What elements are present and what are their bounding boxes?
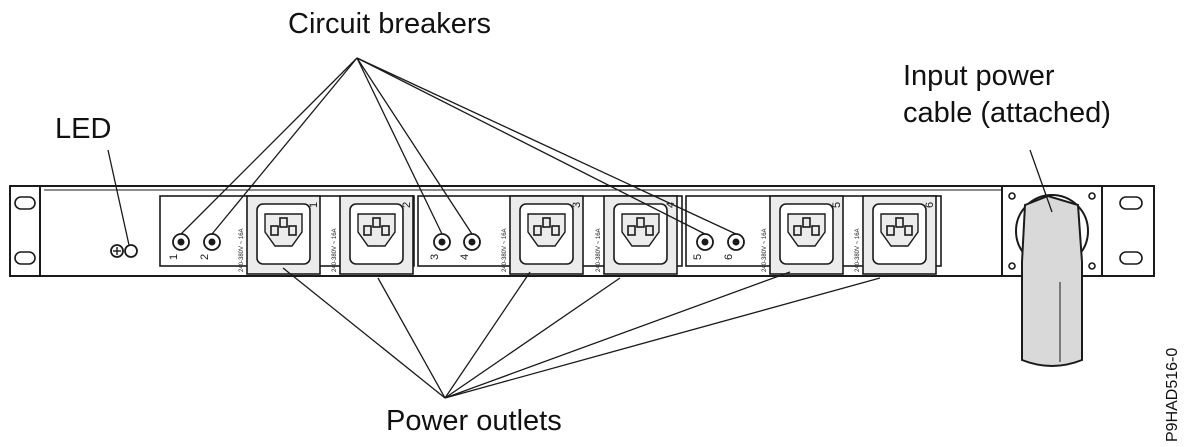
callout-leader-lines	[107, 57, 1053, 399]
outlet-pin-earth	[542, 217, 551, 228]
outlet-number: 6	[924, 202, 936, 208]
outlet-number: 4	[665, 202, 677, 208]
input-cable-leader	[1029, 149, 1053, 213]
left-mounting-ear	[9, 185, 41, 277]
outlet-socket	[357, 213, 396, 247]
led-indicator	[110, 244, 138, 258]
outlet-socket	[527, 213, 566, 247]
outlet-pin-left	[270, 225, 279, 236]
breaker-leader-4	[356, 57, 473, 235]
outlet-socket	[880, 213, 919, 247]
breaker-center	[732, 238, 740, 246]
led-lamp	[124, 244, 138, 258]
led-label: LED	[55, 113, 112, 145]
outlet-number: 5	[831, 202, 843, 208]
cable-sheath	[1021, 275, 1083, 367]
figure-id: P9HAD516-0	[1164, 347, 1181, 442]
breaker-center	[177, 238, 185, 246]
left-ear-hole-bottom	[14, 251, 36, 265]
power-outlets-label: Power outlets	[386, 405, 562, 437]
outlet-leader-6	[444, 277, 881, 399]
outlet-pin-right	[381, 225, 390, 236]
outlet-rating-text: 240-380V ~ 16A	[239, 228, 245, 272]
outlet-pin-earth	[895, 217, 904, 228]
inlet-screw-tr	[1088, 192, 1096, 200]
left-ear-hole-top	[14, 196, 36, 210]
outlet-pin-left	[793, 225, 802, 236]
breaker-number: 2	[199, 254, 211, 260]
outlet-number: 3	[571, 202, 583, 208]
outlet-pin-earth	[279, 217, 288, 228]
outlet-rating-text: 240-380V ~ 16A	[332, 228, 338, 272]
outlet-leader-3	[444, 271, 531, 399]
breaker-number: 5	[692, 254, 704, 260]
outlet-leader-1	[282, 267, 446, 399]
breaker-center	[438, 238, 446, 246]
input-power-cable	[1001, 185, 1103, 367]
input-power-label-line1: Input power	[903, 60, 1055, 92]
outlet-pin-earth	[372, 217, 381, 228]
outlet-rating-text: 240-380V ~ 16A	[502, 228, 508, 272]
right-ear-hole-bottom	[1119, 251, 1143, 265]
breaker-leader-2	[211, 57, 358, 235]
outlet-leader-5	[444, 271, 791, 399]
input-power-label-line2: cable (attached)	[903, 97, 1111, 129]
outlet-pin-left	[533, 225, 542, 236]
right-ear-hole-top	[1119, 196, 1143, 210]
power-outlet-6: 6 240-380V ~ 16A	[855, 195, 937, 275]
outlet-pin-right	[645, 225, 654, 236]
outlet-rating-text: 240-380V ~ 16A	[855, 228, 861, 272]
outlet-pin-left	[886, 225, 895, 236]
breaker-number: 1	[168, 254, 180, 260]
outlet-rating-text: 240-380V ~ 16A	[596, 228, 602, 272]
outlet-rating-text: 240-380V ~ 16A	[762, 228, 768, 272]
cable-plug	[1021, 194, 1083, 281]
circuit-breaker-5: 5	[692, 233, 714, 260]
outlet-socket	[787, 213, 826, 247]
outlet-pin-left	[627, 225, 636, 236]
breaker-leader-6	[356, 57, 737, 235]
outlet-pin-right	[551, 225, 560, 236]
power-outlet-3: 3 240-380V ~ 16A	[502, 195, 584, 275]
breaker-number: 4	[459, 254, 471, 260]
breaker-center	[468, 238, 476, 246]
breaker-number: 6	[723, 254, 735, 260]
inlet-screw-bl	[1008, 262, 1016, 270]
outlet-socket	[621, 213, 660, 247]
power-outlets-group: 1 240-380V ~ 16A 2 240-380V ~ 16A 3 240-380V …	[239, 195, 937, 275]
inlet-screw-tl	[1008, 192, 1016, 200]
breaker-number: 3	[429, 254, 441, 260]
outlet-number: 2	[401, 202, 413, 208]
breaker-leader-5	[356, 57, 706, 235]
breaker-center	[701, 238, 709, 246]
power-outlet-1: 1 240-380V ~ 16A	[239, 195, 321, 275]
outlet-socket	[264, 213, 303, 247]
outlet-pin-right	[811, 225, 820, 236]
outlet-number: 1	[308, 202, 320, 208]
outlet-pin-left	[363, 225, 372, 236]
power-outlet-5: 5 240-380V ~ 16A	[762, 195, 844, 275]
breaker-leader-1	[180, 57, 358, 235]
breaker-center	[208, 238, 216, 246]
circuit-breaker-1: 1	[168, 233, 190, 260]
outlet-pin-right	[904, 225, 913, 236]
outlet-pin-earth	[802, 217, 811, 228]
power-outlet-4: 4 240-380V ~ 16A	[596, 195, 678, 275]
outlet-pin-right	[288, 225, 297, 236]
outlet-leader-2	[377, 277, 446, 399]
led-leader	[107, 149, 130, 246]
right-mounting-ear	[1101, 185, 1155, 277]
circuit-breaker-2: 2	[199, 233, 221, 260]
breaker-leader-3	[356, 57, 443, 235]
power-outlet-2: 2 240-380V ~ 16A	[332, 195, 414, 275]
circuit-breakers-label: Circuit breakers	[288, 8, 492, 40]
outlet-pin-earth	[636, 217, 645, 228]
outlet-leader-4	[444, 277, 621, 399]
inlet-screw-br	[1088, 262, 1096, 270]
